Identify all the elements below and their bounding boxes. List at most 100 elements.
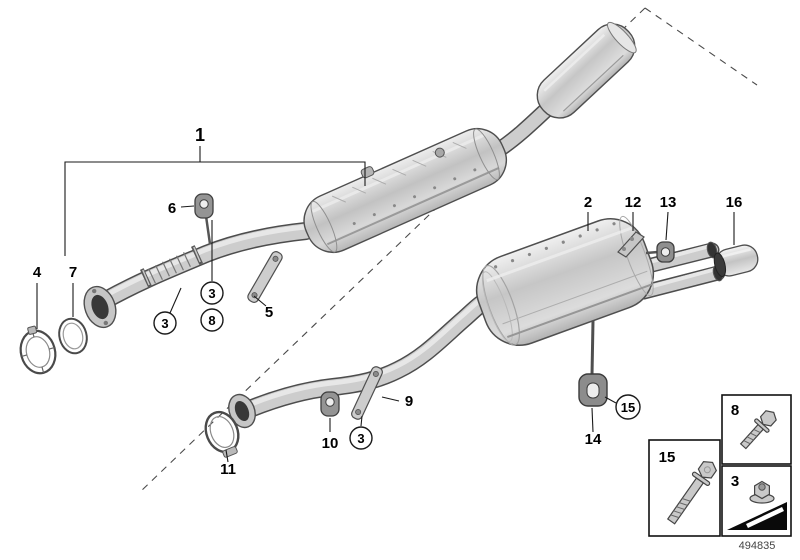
- callout-3-circled-b[interactable]: 3: [153, 287, 182, 335]
- rear-muffler-weld-dimples: [494, 222, 616, 269]
- callout-11: 11: [220, 449, 236, 478]
- heat-shield-dimples: [352, 168, 477, 226]
- clamp-4-inner: [25, 336, 51, 368]
- callout-2: 2: [584, 194, 592, 231]
- callout-9-leader: [381, 396, 400, 402]
- rear-pipe: [232, 289, 500, 421]
- callout-5-leader: [253, 295, 267, 307]
- callout-5: 5: [253, 295, 273, 321]
- long-bolt-15: [666, 460, 718, 525]
- rear-flange-opening: [234, 400, 250, 422]
- front-silencer-shell: [536, 23, 636, 119]
- cat-shade: [326, 166, 500, 246]
- flange-nut-3: [749, 480, 775, 504]
- callout-8-label: 8: [208, 313, 215, 328]
- callout-11-label[interactable]: 11: [220, 461, 236, 478]
- front-pipe-highlight: [100, 224, 308, 300]
- callout-15-circled[interactable]: 15: [604, 394, 641, 420]
- callout-3-circled-a[interactable]: 3: [200, 220, 224, 305]
- bracket-9-strap: [351, 366, 383, 420]
- construction-lines: [139, 7, 758, 493]
- tip-16-highlight: [722, 248, 751, 258]
- tailpipe-lower-highlight: [644, 267, 718, 290]
- callout-15-label: 15: [621, 400, 635, 415]
- bolt-15-head: [697, 460, 718, 479]
- callout-14-leader: [591, 407, 594, 433]
- rear-inlet-flange: [228, 393, 256, 429]
- rear-muffler-shell: [475, 218, 655, 346]
- front-flange-bolt-top: [91, 288, 97, 294]
- rubber-mount-6: [194, 193, 214, 219]
- callout-13-leader: [665, 211, 669, 241]
- clamp-ring-11: [204, 410, 240, 458]
- callout-16-label[interactable]: 16: [726, 194, 743, 211]
- box-8-label[interactable]: 8: [731, 402, 739, 419]
- callout-15-leader: [604, 396, 617, 404]
- fastener-box-15: 15: [648, 439, 721, 537]
- box-3-label[interactable]: 3: [731, 473, 739, 490]
- rear-muffler-body: [475, 215, 655, 346]
- callout-5-label[interactable]: 5: [265, 304, 273, 321]
- bracket-12: [617, 231, 645, 258]
- box-15-label[interactable]: 15: [659, 449, 676, 466]
- callout-6: 6: [168, 200, 195, 217]
- flex-clamps: [139, 245, 204, 288]
- callout-6-label[interactable]: 6: [168, 200, 176, 217]
- v-band-clamp-4: [19, 325, 57, 375]
- catalytic-converter: [303, 127, 508, 253]
- cat-rib-left: [310, 200, 338, 253]
- rear-pipe-highlight: [236, 290, 494, 412]
- fastener-box-3: 3: [721, 465, 792, 537]
- rear-muffler-end-ring-inner: [481, 271, 513, 343]
- drawing-number: 494835: [739, 540, 776, 552]
- callout-9-label[interactable]: 9: [405, 393, 413, 410]
- rear-muffler-highlight: [486, 226, 633, 283]
- front-pipe: [96, 223, 314, 309]
- front-silencer-endcap: [607, 21, 637, 54]
- gasket-7-outer: [58, 317, 88, 355]
- callout-12-label[interactable]: 12: [625, 194, 642, 211]
- rear-muffler-assembly: [204, 215, 759, 458]
- mount-14-slot: [586, 382, 600, 399]
- sensor-boss: [434, 147, 445, 158]
- clamp-4-outer: [19, 329, 57, 375]
- callout-10: 10: [322, 418, 339, 452]
- rubber-mount-10: [320, 391, 340, 417]
- callout-7: 7: [69, 264, 77, 317]
- clamp-11-inner: [209, 416, 235, 448]
- bracket-9-hole-b: [355, 409, 362, 416]
- callout-8-circled[interactable]: 8: [200, 308, 224, 332]
- grommet-13-hole: [660, 247, 671, 257]
- callout-16: 16: [726, 194, 743, 245]
- corner-dashed-line: [644, 7, 758, 86]
- callout-14: 14: [585, 407, 602, 448]
- cat-outlet-pipe: [493, 103, 553, 156]
- rubber-grommet-13: [656, 241, 675, 263]
- clamp-4-ticks: [21, 331, 55, 373]
- front-pipe-assembly: [19, 21, 637, 375]
- callout-4-label[interactable]: 4: [33, 264, 42, 281]
- callout-3b-label: 3: [161, 316, 168, 331]
- callout-1-label[interactable]: 1: [195, 125, 205, 145]
- front-flange-bolt-bottom: [103, 320, 109, 326]
- callout-2-label[interactable]: 2: [584, 194, 592, 211]
- callout-14-label[interactable]: 14: [585, 431, 602, 448]
- callout-13: 13: [660, 194, 677, 241]
- callout-7-label[interactable]: 7: [69, 264, 77, 281]
- bolt-8-head: [759, 410, 777, 427]
- mount-6-hole: [199, 199, 209, 209]
- callout-8-circle: [200, 308, 224, 332]
- callout-10-label[interactable]: 10: [322, 435, 339, 452]
- callout-9: 9: [381, 393, 413, 410]
- callout-3-circled-c[interactable]: 3: [349, 415, 373, 450]
- callout-13-label[interactable]: 13: [660, 194, 677, 211]
- mount-10-hole: [325, 397, 335, 407]
- bracket-5: [247, 251, 283, 303]
- bolt-15-threads: [670, 498, 691, 519]
- box-15-frame: [648, 439, 721, 537]
- bracket-9: [351, 366, 383, 420]
- rear-muffler-right-ring: [619, 215, 654, 297]
- callout-6-leader: [180, 205, 195, 208]
